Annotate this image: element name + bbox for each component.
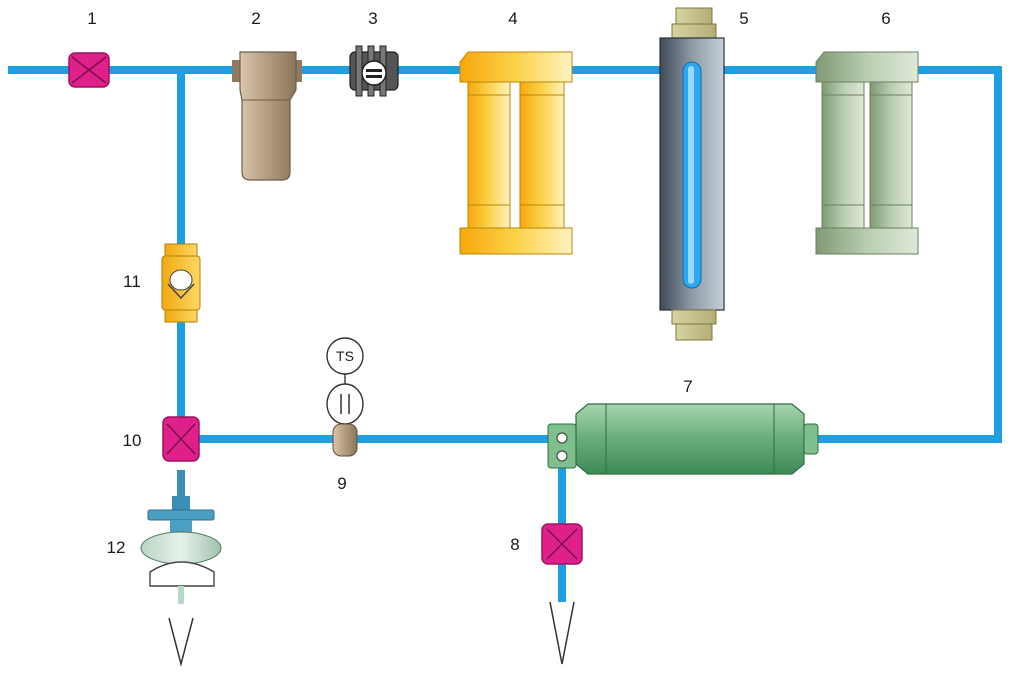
outlet-drain (549, 601, 575, 665)
uv-lamp-5 (659, 7, 725, 341)
label-3: 3 (368, 9, 377, 28)
label-12: 12 (107, 538, 126, 557)
cartridge-pair-4 (459, 51, 573, 255)
valve-8 (541, 523, 583, 565)
check-valve-11 (161, 243, 201, 323)
label-2: 2 (251, 9, 260, 28)
label-6: 6 (881, 9, 890, 28)
label-11: 11 (123, 272, 141, 291)
label-10: 10 (123, 431, 142, 450)
label-8: 8 (510, 535, 519, 554)
label-1: 1 (87, 9, 96, 28)
flow-meter-3 (349, 45, 399, 97)
label-4: 4 (508, 9, 517, 28)
label-5: 5 (739, 9, 748, 28)
cartridge-pair-6 (815, 51, 919, 255)
label-9: 9 (337, 474, 346, 493)
valve-1 (68, 52, 110, 88)
valve-10 (162, 416, 200, 462)
label-7: 7 (683, 377, 692, 396)
prefilter-2 (232, 51, 302, 181)
temperature-sensor-9 (326, 337, 364, 457)
membrane-module-7 (547, 403, 819, 475)
outlet-pump (168, 617, 194, 667)
pump-12 (140, 496, 222, 604)
sensor-ts-label: TS (336, 348, 354, 364)
